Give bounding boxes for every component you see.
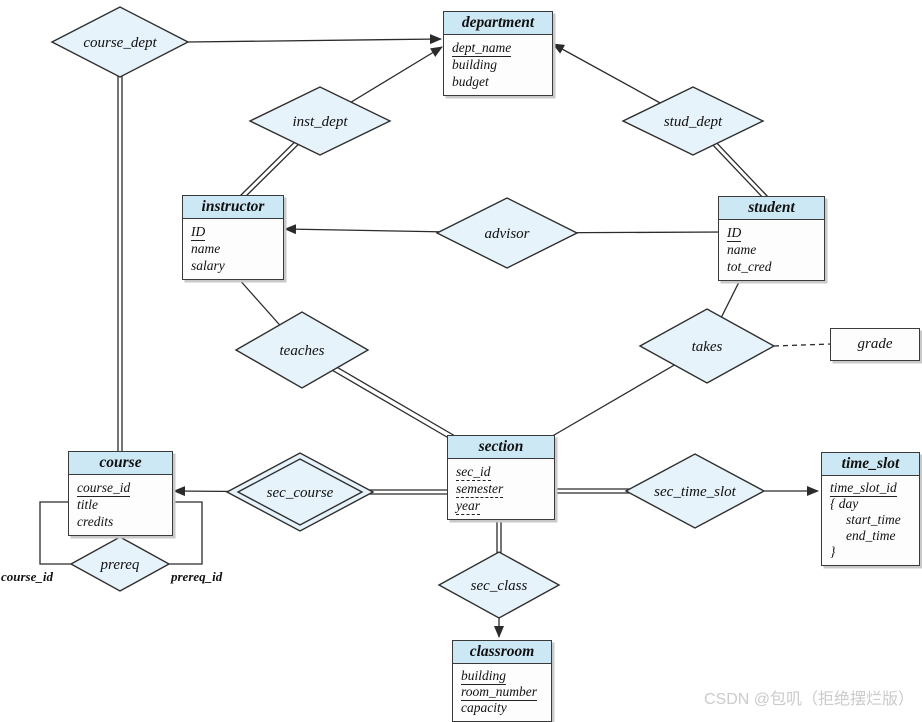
attribute-instructor-id: ID — [191, 224, 206, 241]
relationship-course-dept-diamond — [50, 6, 190, 78]
attribute-capacity: capacity — [461, 700, 507, 715]
entity-time-slot: time_slot time_slot_id { day start_time … — [821, 452, 920, 566]
relationship-course-dept-label: course_dept — [83, 35, 157, 51]
attribute-room-number: room_number — [461, 684, 537, 701]
attribute-course-credits: credits — [77, 514, 114, 529]
entity-section: section sec_id semester year — [447, 435, 555, 520]
attribute-student-name: name — [727, 242, 757, 257]
attribute-time-slot-id: time_slot_id — [830, 480, 897, 497]
attribute-course-id: course_id — [77, 480, 131, 497]
entity-course-title: course — [69, 452, 172, 475]
entity-department-title: department — [444, 12, 552, 35]
attribute-instructor-salary: salary — [191, 258, 225, 273]
role-label-course-id: course_id — [1, 569, 54, 584]
connector-course-dept-to-department-arrow — [187, 34, 442, 45]
relationship-prereq-label: prereq — [100, 557, 140, 573]
attribute-sec-id: sec_id — [456, 464, 491, 481]
attribute-start-time: start_time — [846, 512, 901, 527]
relationship-inst-dept-diamond — [248, 86, 392, 156]
relationship-teaches-diamond — [234, 311, 370, 389]
relationship-prereq-diamond — [69, 536, 171, 592]
relationship-sec-course-diamond-inner — [236, 458, 364, 526]
relationship-advisor-label: advisor — [485, 226, 530, 242]
relationship-teaches-label: teaches — [280, 343, 325, 359]
attribute-semester: semester — [456, 481, 504, 498]
attribute-day-open-brace: { day — [830, 496, 859, 511]
relationship-stud-dept-label: stud_dept — [664, 114, 723, 130]
entity-instructor: instructor ID name salary — [182, 195, 284, 280]
attribute-classroom-building: building — [461, 668, 507, 685]
entity-course: course course_id title credits — [68, 451, 173, 536]
attribute-student-tot-cred: tot_cred — [727, 259, 772, 274]
relationship-takes-label: takes — [692, 339, 723, 355]
entity-instructor-title: instructor — [183, 196, 283, 219]
entity-classroom-title: classroom — [453, 641, 551, 664]
role-label-prereq-id: prereq_id — [170, 569, 223, 584]
attribute-building: building — [452, 57, 498, 72]
relationship-sec-course-diamond-outer — [225, 452, 375, 532]
attribute-course-title-field: title — [77, 497, 98, 512]
relationship-sec-time-slot-diamond — [624, 453, 766, 529]
attribute-grade-label: grade — [857, 336, 893, 352]
relationship-sec-course-label: sec_course — [267, 485, 334, 501]
attribute-student-id: ID — [727, 225, 742, 242]
attribute-year: year — [456, 498, 480, 515]
watermark-text: CSDN @包叽（拒绝摆烂版） — [703, 691, 914, 708]
relationship-takes-diamond — [638, 308, 776, 384]
entity-student: student ID name tot_cred — [718, 196, 825, 281]
attribute-dept-name: dept_name — [452, 40, 512, 57]
entity-student-title: student — [719, 197, 824, 220]
connector-takes-to-grade-dashed — [773, 343, 832, 347]
entity-time-slot-title: time_slot — [822, 453, 919, 476]
attribute-budget: budget — [452, 74, 489, 89]
relationship-advisor-diamond — [435, 197, 579, 269]
entity-section-title: section — [448, 436, 554, 459]
entity-department: department dept_name building budget — [443, 11, 553, 96]
relationship-stud-dept-diamond — [621, 86, 765, 156]
relationship-sec-class-label: sec_class — [471, 578, 528, 594]
attribute-end-time: end_time — [846, 528, 896, 543]
entity-classroom: classroom building room_number capacity — [452, 640, 552, 722]
attribute-instructor-name: name — [191, 241, 221, 256]
relationship-inst-dept-label: inst_dept — [293, 114, 349, 130]
attribute-box-grade: grade — [830, 328, 920, 361]
relationship-sec-class-diamond — [437, 551, 561, 619]
attribute-close-brace: } — [830, 544, 836, 559]
relationship-sec-time-slot-label: sec_time_slot — [654, 484, 736, 500]
